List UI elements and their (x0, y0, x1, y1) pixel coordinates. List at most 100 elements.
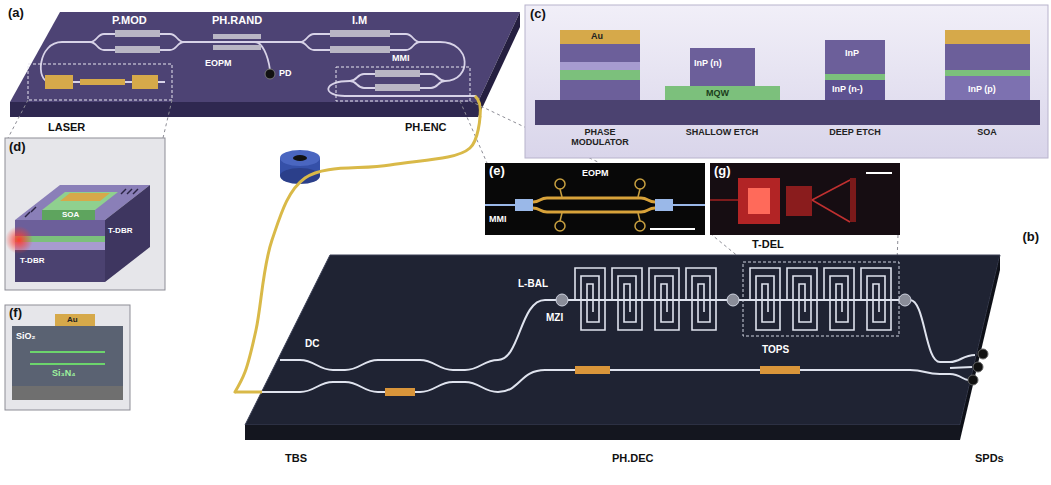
part-label: EOPM (205, 58, 232, 68)
nitride-core (30, 363, 105, 365)
mzi-switch (556, 294, 568, 306)
laser-panel (5, 138, 165, 290)
part-label: PH.RAND (212, 14, 262, 27)
probe-pad (638, 189, 640, 197)
mqw-layer (560, 70, 640, 80)
photodiode (265, 69, 275, 79)
heater-pad (115, 46, 160, 53)
part-label: InP (n) (694, 58, 722, 68)
figure-panel: (a) (5, 5, 526, 117)
part-label: LASER (48, 121, 85, 134)
waveguide (950, 367, 972, 368)
electrode-arm (533, 208, 655, 212)
figure-panel: (d) (5, 138, 165, 290)
optical-fiber (235, 117, 480, 392)
part-label: InP (p) (968, 84, 996, 94)
chip-side (478, 12, 520, 117)
panel-ground (710, 163, 900, 235)
probe-pad (635, 221, 645, 231)
inp-layer (825, 40, 885, 74)
waveguide (280, 300, 975, 370)
heater-pad (115, 30, 160, 37)
panel-letter: (d) (9, 140, 26, 155)
part-label: T-DEL (752, 238, 784, 251)
receiver-chip (235, 255, 1000, 440)
probe-pad (635, 179, 645, 189)
scale-bar (866, 172, 892, 174)
part-label: InP (845, 48, 859, 58)
zoom-line (460, 101, 487, 163)
electrode-arm (533, 198, 655, 202)
probe-pad (555, 179, 565, 189)
laser-glow (5, 226, 33, 254)
fiber-stub (475, 96, 480, 117)
waveguide (710, 199, 738, 201)
mzi-switch (556, 294, 911, 306)
fiber-spool (280, 150, 320, 166)
micrograph-panel (485, 163, 705, 235)
chip-front (245, 425, 960, 440)
part-label: L-BAL (518, 278, 548, 290)
part-label: Au (67, 315, 78, 324)
spiral-glow (748, 188, 770, 214)
panel-ground (485, 163, 705, 235)
chip-side (105, 185, 150, 282)
part-label: T-DBR (20, 256, 44, 265)
waveguide (328, 81, 476, 96)
part-label: DEEP ETCH (810, 127, 900, 137)
panel-ground (5, 305, 130, 410)
spiral-glow (786, 186, 812, 216)
part-label: Si₃N₄ (52, 368, 75, 378)
nitride-core (30, 351, 105, 353)
panel-letter: (e) (489, 164, 505, 179)
delay-spiral (686, 268, 716, 330)
inp-layer (945, 44, 1030, 70)
delay-spiral (824, 268, 854, 330)
chip-front (10, 102, 478, 117)
inp-layer (560, 44, 640, 62)
inp-layer (560, 80, 640, 100)
probe-pad (555, 179, 645, 231)
grating (25, 212, 30, 217)
part-label: SPDs (975, 452, 1004, 465)
part-label: SOA (942, 127, 1032, 137)
cross-section-panel (525, 5, 1048, 158)
part-label: EOPM (582, 168, 609, 178)
part-label: SHALLOW ETCH (677, 127, 767, 137)
delay-spiral (750, 268, 780, 330)
detector (973, 362, 983, 372)
part-label: P.MOD (112, 14, 147, 27)
fiber-spool (293, 155, 307, 161)
detector (968, 375, 978, 385)
detector (978, 349, 988, 359)
electrode (850, 178, 856, 222)
panel-ground (525, 5, 1048, 158)
chip-side (960, 255, 1000, 440)
inp-layer (945, 76, 1030, 100)
part-label: PD (279, 68, 292, 78)
probe-pad (560, 213, 562, 221)
part-label: InP (n-) (832, 84, 863, 94)
part-label: SOA (62, 210, 79, 219)
substrate (535, 100, 1040, 125)
electrode (60, 193, 110, 201)
panel-letter: (f) (9, 306, 22, 321)
delay-spiral (575, 268, 891, 330)
delay-spiral (612, 268, 642, 330)
part-label: Au (591, 31, 603, 41)
panel-letter: (g) (714, 164, 731, 179)
part-label: MQW (706, 88, 729, 98)
laser-electrode (80, 79, 125, 85)
chip-top (245, 255, 1000, 425)
zoom-box (743, 262, 899, 336)
figure-panel: (b) (235, 228, 1047, 443)
spiral-glow (738, 178, 780, 224)
heater (385, 366, 800, 396)
delay-spiral (787, 268, 817, 330)
heater-pad (330, 46, 390, 53)
waveguide (812, 180, 850, 200)
part-label: TOPS (762, 344, 789, 356)
zoom-line (8, 100, 28, 138)
